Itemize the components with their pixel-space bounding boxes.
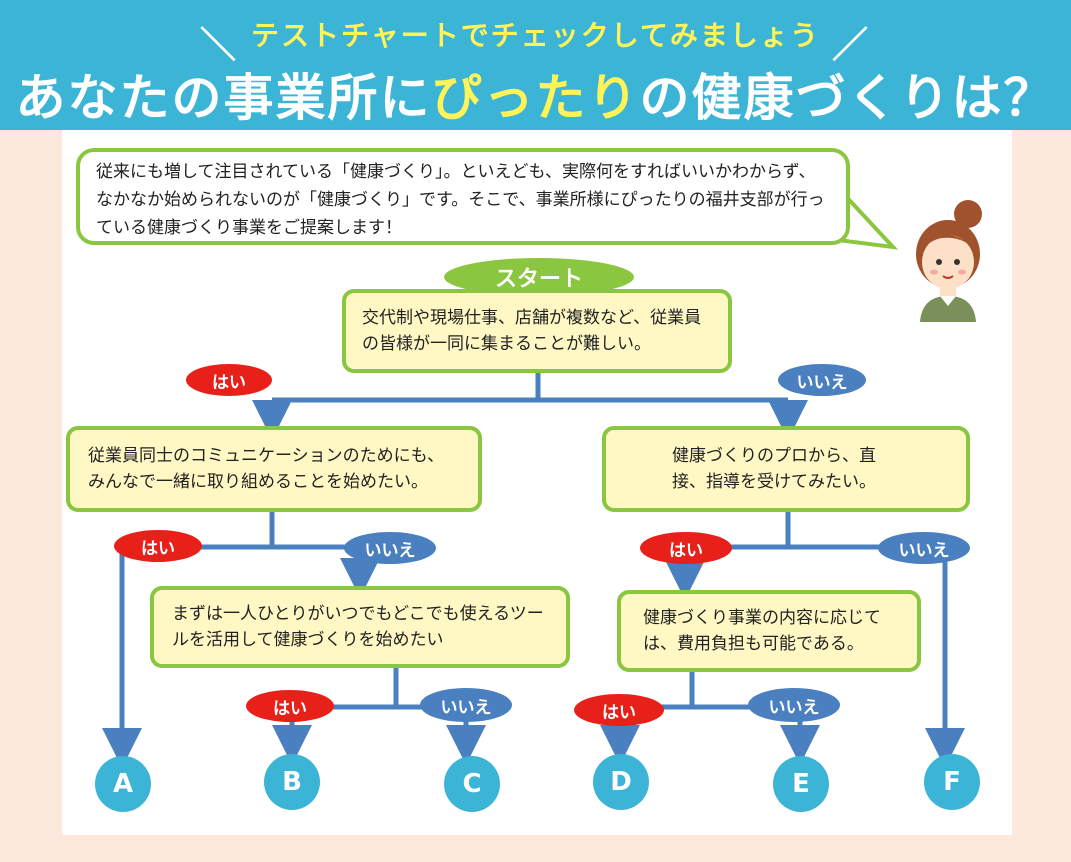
title-part1: あなたの事業所に xyxy=(15,69,432,127)
no-label: いいえ xyxy=(748,688,840,722)
no-label: いいえ xyxy=(344,532,436,564)
yes-label: はい xyxy=(640,532,732,564)
result-circle-f: F xyxy=(924,754,980,810)
result-circle-b: B xyxy=(264,754,320,810)
yes-label: はい xyxy=(114,530,202,562)
question-box-2: 従業員同士のコミュニケーションのためにも、みんなで一緒に取り組めることを始めたい… xyxy=(66,426,482,512)
result-circle-e: E xyxy=(773,756,829,812)
question-box-5: 健康づくり事業の内容に応じては、費用負担も可能である。 xyxy=(617,590,921,672)
result-circle-c: C xyxy=(444,756,500,812)
no-label: いいえ xyxy=(778,364,866,396)
title-part2: の健康づくりは？ xyxy=(639,69,1056,127)
header-banner: ＼ テストチャートでチェックしてみましょう ／ あなたの事業所にぴったりの健康づ… xyxy=(0,0,1071,130)
yes-label: はい xyxy=(186,364,272,396)
woman-avatar-icon xyxy=(916,200,982,322)
question-box-4: まずは一人ひとりがいつでもどこでも使えるツールを活用して健康づくりを始めたい xyxy=(150,586,570,668)
question-box-1: 交代制や現場仕事、店舗が複数など、従業員の皆様が一同に集まることが難しい。 xyxy=(342,289,732,373)
result-circle-d: D xyxy=(593,754,649,810)
page-title: あなたの事業所にぴったりの健康づくりは？ xyxy=(0,58,1071,130)
no-label: いいえ xyxy=(878,532,970,564)
no-label: いいえ xyxy=(420,688,512,722)
yes-label: はい xyxy=(246,690,334,722)
question-box-3: 健康づくりのプロから、直接、指導を受けてみたい。 xyxy=(602,426,970,512)
slash-right-decoration: ／ xyxy=(832,25,869,66)
yes-label: はい xyxy=(574,694,664,726)
intro-speech-bubble: 従来にも増して注目されている「健康づくり」。といえども、実際何をすればいいかわか… xyxy=(76,148,850,245)
slash-left-decoration: ＼ xyxy=(200,25,237,66)
header-subtitle: テストチャートでチェックしてみましょう xyxy=(251,19,820,52)
title-highlight: ぴったり xyxy=(431,69,640,127)
result-circle-a: A xyxy=(95,756,151,812)
